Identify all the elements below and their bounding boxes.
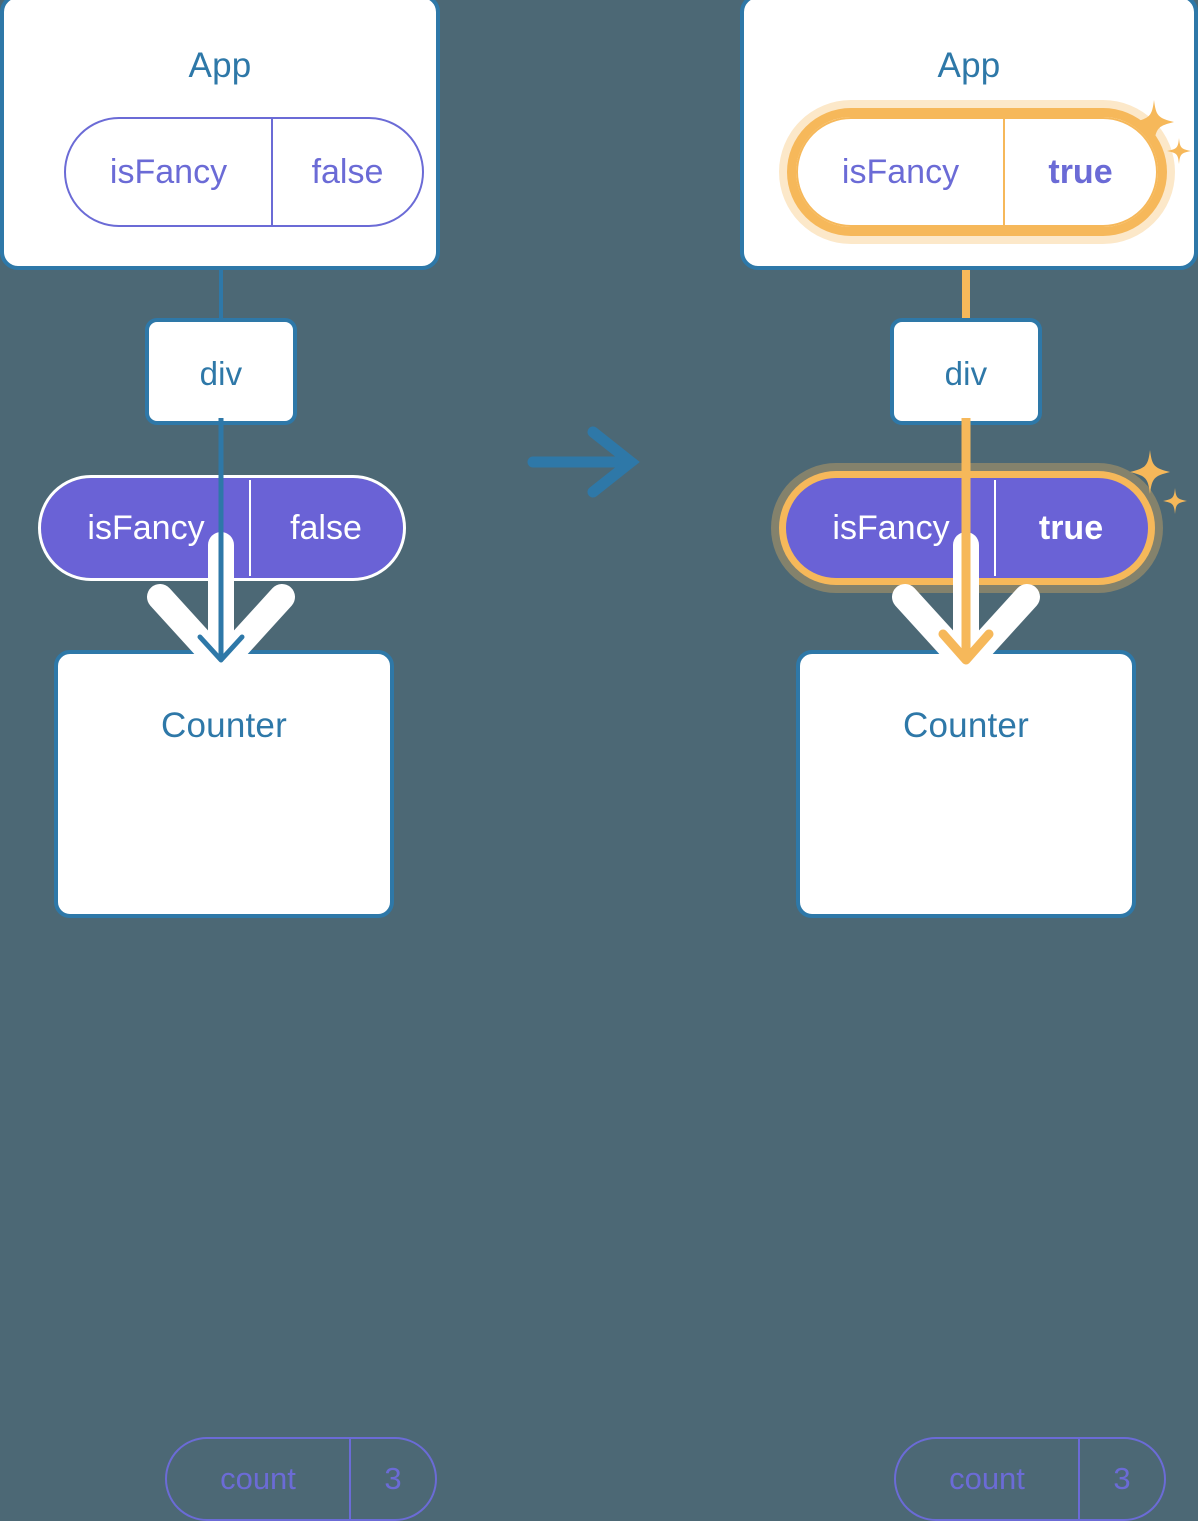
- pill-value: true: [1003, 119, 1156, 225]
- component-box-counter: Counter count 3: [796, 650, 1166, 1521]
- box-title-counter: Counter: [161, 706, 287, 745]
- pill-key: isFancy: [109, 152, 228, 191]
- pill-key: isFancy: [841, 152, 960, 191]
- component-box-counter: Counter count 3: [54, 650, 437, 1521]
- pill-value: 3: [349, 1439, 435, 1519]
- panel-after: App isFancy true div Counter count 3: [740, 0, 1198, 1521]
- box-title-counter: Counter: [903, 706, 1029, 745]
- right-arrow-icon: [527, 426, 640, 498]
- panel-before: App isFancy false div Counter count 3: [0, 0, 440, 1521]
- box-title-app: App: [937, 46, 1001, 85]
- element-box-div: div: [145, 318, 297, 425]
- box-title-div: div: [199, 355, 243, 392]
- component-box-app: App isFancy true: [740, 0, 1198, 270]
- sparkle-icon-small: [1163, 488, 1187, 514]
- pill-key: isFancy: [87, 508, 205, 547]
- pill-state-isfancy: isFancy true: [786, 478, 1148, 578]
- pill-state-isfancy: isFancy false: [38, 475, 406, 581]
- component-box-app: App isFancy false: [0, 0, 440, 270]
- pill-counter-count: count 3: [894, 1437, 1166, 1521]
- pill-app-isfancy: isFancy true: [796, 117, 1158, 227]
- pill-value: true: [994, 480, 1146, 576]
- pill-app-isfancy: isFancy false: [64, 117, 424, 227]
- element-box-div: div: [890, 318, 1042, 425]
- pill-key: isFancy: [832, 508, 950, 547]
- box-title-app: App: [188, 46, 252, 85]
- pill-value: false: [249, 480, 401, 576]
- pill-value: 3: [1078, 1439, 1164, 1519]
- pill-key: count: [949, 1461, 1025, 1496]
- pill-value: false: [271, 119, 422, 225]
- pill-counter-count: count 3: [165, 1437, 437, 1521]
- box-title-div: div: [944, 355, 988, 392]
- pill-key: count: [220, 1461, 296, 1496]
